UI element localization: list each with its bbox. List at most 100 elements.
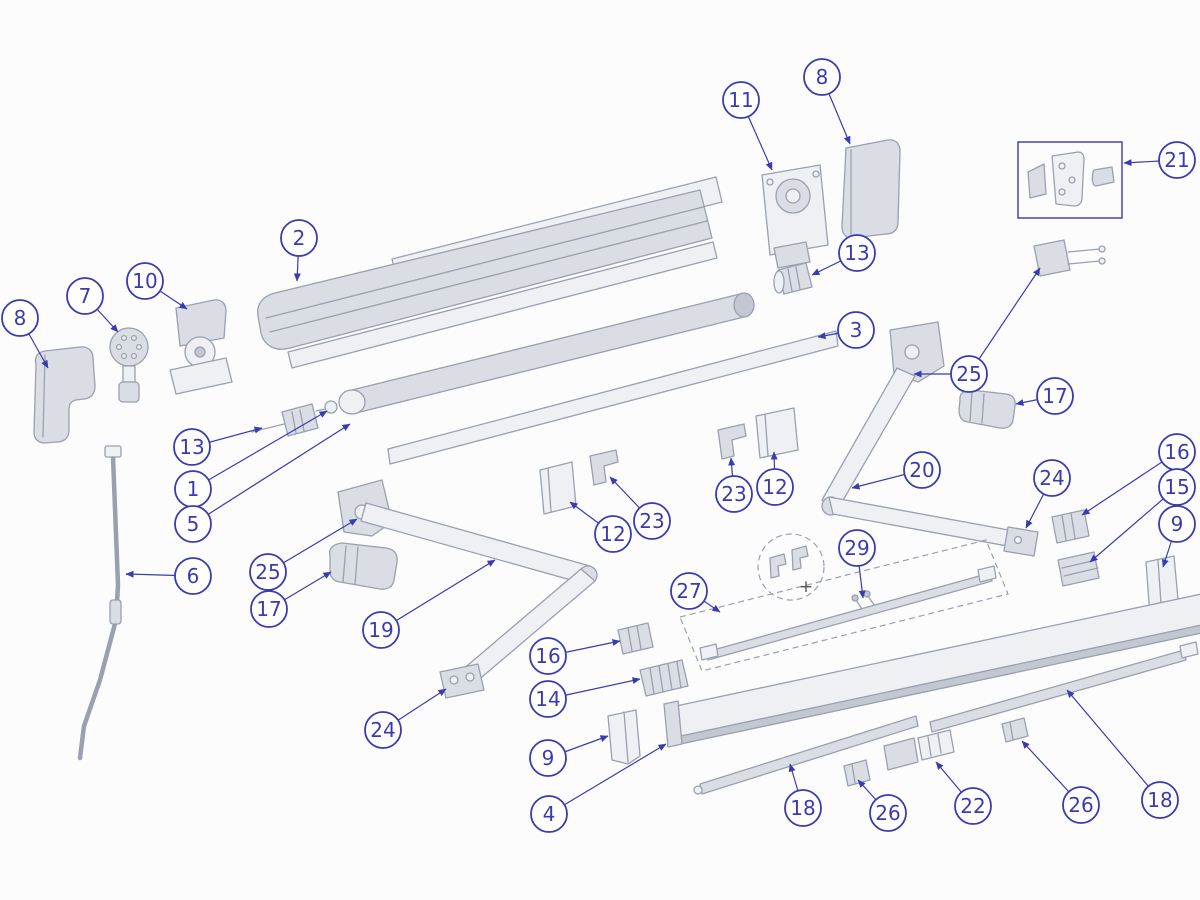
- callout-circle-23[interactable]: [715, 475, 753, 513]
- callout-label-22: 22: [960, 794, 985, 818]
- callout-circle-5[interactable]: [174, 505, 212, 543]
- callout-label-21: 21: [1164, 148, 1189, 172]
- callout-13[interactable]: 13: [838, 234, 876, 272]
- callout-1[interactable]: 1: [174, 470, 212, 508]
- callout-circle-14[interactable]: [529, 680, 567, 718]
- callout-7[interactable]: 7: [66, 277, 104, 315]
- callout-circle-18[interactable]: [784, 789, 822, 827]
- callout-circle-2[interactable]: [280, 219, 318, 257]
- callout-25[interactable]: 25: [950, 355, 988, 393]
- callout-12[interactable]: 12: [756, 468, 794, 506]
- callout-27[interactable]: 27: [670, 572, 708, 610]
- callout-circle-24[interactable]: [364, 711, 402, 749]
- callout-14[interactable]: 14: [529, 680, 567, 718]
- callout-19[interactable]: 19: [362, 611, 400, 649]
- callout-22[interactable]: 22: [954, 787, 992, 825]
- callout-2[interactable]: 2: [280, 219, 318, 257]
- callout-circle-11[interactable]: [722, 81, 760, 119]
- callout-18[interactable]: 18: [784, 789, 822, 827]
- callout-17[interactable]: 17: [250, 590, 288, 628]
- callout-circle-8[interactable]: [803, 58, 841, 96]
- callout-circle-26[interactable]: [1062, 786, 1100, 824]
- callout-circle-10[interactable]: [126, 262, 164, 300]
- callout-label-26: 26: [875, 801, 900, 825]
- callout-26[interactable]: 26: [1062, 786, 1100, 824]
- callout-label-27: 27: [676, 579, 701, 603]
- callout-11[interactable]: 11: [722, 81, 760, 119]
- callout-23[interactable]: 23: [633, 502, 671, 540]
- callout-circle-21[interactable]: [1158, 141, 1196, 179]
- part-slider-block-right: [1051, 509, 1090, 544]
- callout-circle-25[interactable]: [249, 553, 287, 591]
- callout-20[interactable]: 20: [903, 451, 941, 489]
- callout-label-8: 8: [816, 65, 829, 89]
- callout-26[interactable]: 26: [869, 794, 907, 832]
- callout-circle-20[interactable]: [903, 451, 941, 489]
- callout-29[interactable]: 29: [838, 529, 876, 567]
- callout-circle-7[interactable]: [66, 277, 104, 315]
- part-fabric-sheet-bottom: [663, 593, 1200, 748]
- callout-25[interactable]: 25: [249, 553, 287, 591]
- callout-label-11: 11: [728, 88, 753, 112]
- callout-label-9: 9: [1171, 512, 1184, 536]
- part-plate-right: [755, 407, 799, 459]
- callout-6[interactable]: 6: [174, 557, 212, 595]
- callout-circle-4[interactable]: [530, 795, 568, 833]
- callout-15[interactable]: 15: [1158, 468, 1196, 506]
- callout-8[interactable]: 8: [1, 299, 39, 337]
- callout-label-18: 18: [790, 796, 815, 820]
- callout-21[interactable]: 21: [1158, 141, 1196, 179]
- callout-24[interactable]: 24: [364, 711, 402, 749]
- callout-circle-9[interactable]: [529, 739, 567, 777]
- part-clip-left: [589, 449, 619, 486]
- callout-circle-6[interactable]: [174, 557, 212, 595]
- callout-circle-17[interactable]: [250, 590, 288, 628]
- callout-17[interactable]: 17: [1036, 377, 1074, 415]
- callout-circle-22[interactable]: [954, 787, 992, 825]
- callout-circle-19[interactable]: [362, 611, 400, 649]
- callout-8[interactable]: 8: [803, 58, 841, 96]
- callout-13[interactable]: 13: [173, 428, 211, 466]
- callout-label-16: 16: [1164, 440, 1189, 464]
- part-roller-tube: [315, 292, 755, 415]
- callout-circle-12[interactable]: [594, 515, 632, 553]
- part-case-profile: [257, 176, 723, 369]
- callout-label-23: 23: [639, 509, 664, 533]
- part-cover-left: [328, 542, 398, 590]
- callout-24[interactable]: 24: [1033, 459, 1071, 497]
- callout-circle-13[interactable]: [173, 428, 211, 466]
- callout-circle-9[interactable]: [1158, 505, 1196, 543]
- callout-circle-13[interactable]: [838, 234, 876, 272]
- callout-circle-23[interactable]: [633, 502, 671, 540]
- callout-12[interactable]: 12: [594, 515, 632, 553]
- callout-circle-3[interactable]: [837, 311, 875, 349]
- callout-circle-29[interactable]: [838, 529, 876, 567]
- callout-10[interactable]: 10: [126, 262, 164, 300]
- callout-23[interactable]: 23: [715, 475, 753, 513]
- part-gearbox: [169, 299, 233, 395]
- callout-circle-12[interactable]: [756, 468, 794, 506]
- callout-circle-15[interactable]: [1158, 468, 1196, 506]
- callout-9[interactable]: 9: [1158, 505, 1196, 543]
- callout-label-6: 6: [187, 564, 200, 588]
- callout-label-10: 10: [132, 269, 157, 293]
- callout-circle-18[interactable]: [1141, 781, 1179, 819]
- callout-circle-16[interactable]: [529, 637, 567, 675]
- callout-label-2: 2: [293, 226, 306, 250]
- callout-circle-26[interactable]: [869, 794, 907, 832]
- callout-9[interactable]: 9: [529, 739, 567, 777]
- callout-circle-17[interactable]: [1036, 377, 1074, 415]
- callout-3[interactable]: 3: [837, 311, 875, 349]
- part-crank-rod: [77, 445, 122, 761]
- callout-16[interactable]: 16: [1158, 433, 1196, 471]
- callout-16[interactable]: 16: [529, 637, 567, 675]
- callout-18[interactable]: 18: [1141, 781, 1179, 819]
- callout-5[interactable]: 5: [174, 505, 212, 543]
- callout-circle-27[interactable]: [670, 572, 708, 610]
- callout-circle-8[interactable]: [1, 299, 39, 337]
- callout-circle-24[interactable]: [1033, 459, 1071, 497]
- part-ribbed-block-14: [639, 659, 689, 697]
- callout-4[interactable]: 4: [530, 795, 568, 833]
- callout-circle-25[interactable]: [950, 355, 988, 393]
- group-tension-rafter: [679, 539, 1009, 672]
